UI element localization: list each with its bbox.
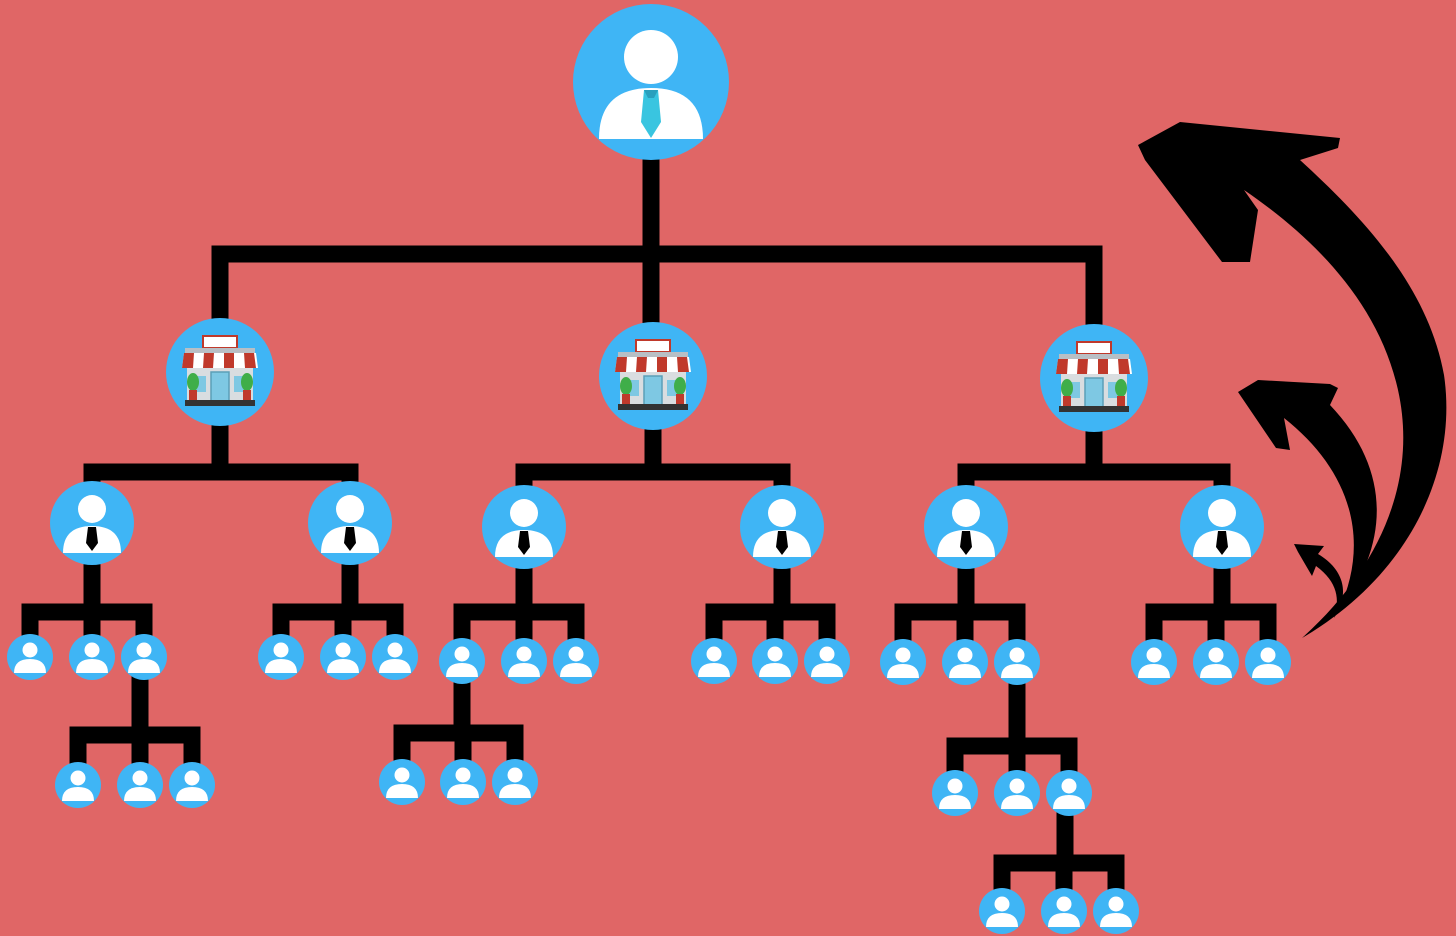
manager-person-icon	[1180, 485, 1264, 569]
member-person-icon	[169, 762, 215, 808]
member-person-icon	[1131, 639, 1177, 685]
member-person-icon	[439, 638, 485, 684]
member-person-icon	[994, 639, 1040, 685]
member-person-icon	[1046, 770, 1092, 816]
member-person-icon	[55, 762, 101, 808]
manager-person-icon	[482, 485, 566, 569]
member-person-icon	[1041, 888, 1087, 934]
member-person-icon	[942, 639, 988, 685]
member-person-icon	[117, 762, 163, 808]
member-person-icon	[979, 888, 1025, 934]
member-person-icon	[440, 759, 486, 805]
manager-person-icon	[740, 485, 824, 569]
member-person-icon	[372, 634, 418, 680]
member-person-icon	[691, 638, 737, 684]
member-person-icon	[7, 634, 53, 680]
member-person-icon	[880, 639, 926, 685]
storefront-icon	[1039, 323, 1149, 433]
member-person-icon	[752, 638, 798, 684]
manager-person-icon	[308, 481, 392, 565]
member-person-icon	[121, 634, 167, 680]
member-person-icon	[553, 638, 599, 684]
member-person-icon	[379, 759, 425, 805]
member-person-icon	[258, 634, 304, 680]
manager-person-icon	[924, 485, 1008, 569]
member-person-icon	[1093, 888, 1139, 934]
member-person-icon	[1193, 639, 1239, 685]
member-person-icon	[69, 634, 115, 680]
executive-person-icon	[573, 4, 729, 160]
return-arrows	[1138, 122, 1447, 638]
member-person-icon	[492, 759, 538, 805]
member-person-icon	[320, 634, 366, 680]
small-return-arrow-icon	[1294, 544, 1344, 618]
manager-person-icon	[50, 481, 134, 565]
member-person-icon	[501, 638, 547, 684]
storefront-icon	[598, 321, 708, 431]
medium-return-arrow-icon	[1238, 380, 1377, 612]
member-person-icon	[994, 770, 1040, 816]
member-person-icon	[1245, 639, 1291, 685]
member-person-icon	[804, 638, 850, 684]
member-person-icon	[932, 770, 978, 816]
storefront-icon	[165, 317, 275, 427]
large-return-arrow-icon	[1138, 122, 1447, 638]
